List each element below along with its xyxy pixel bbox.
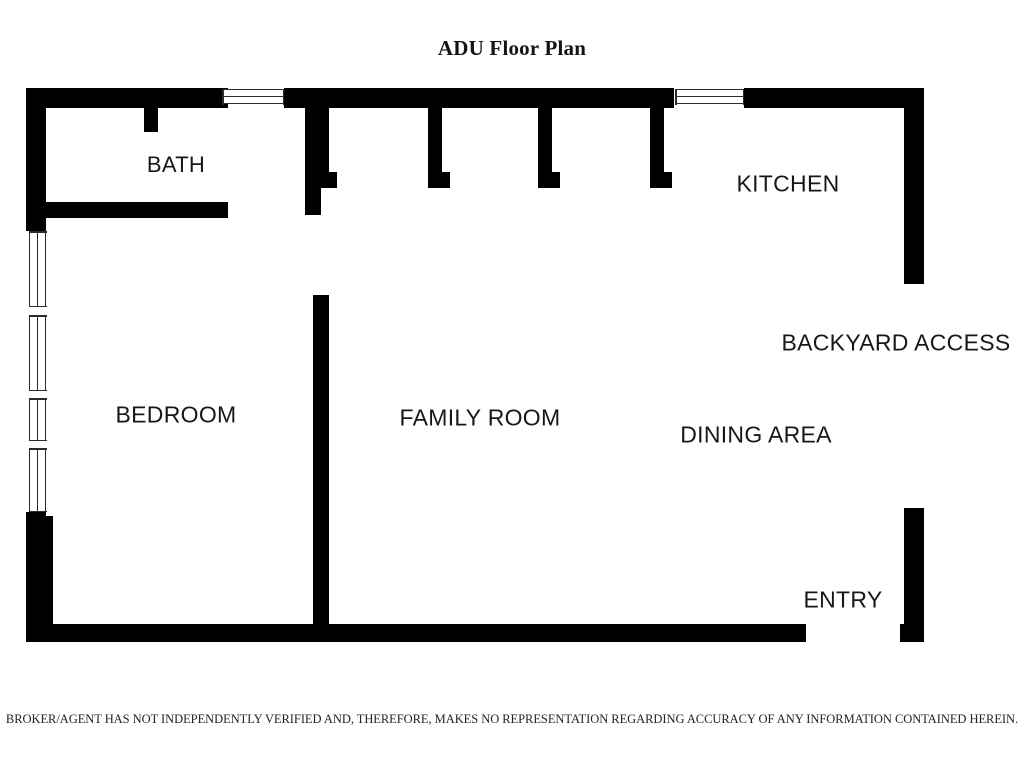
window-left-3-jamb-start (28, 398, 47, 400)
window-top-left-jamb-end (282, 88, 284, 105)
window-top-right-jamb-start (675, 88, 677, 105)
wall-interior-bedroom-right (313, 295, 329, 631)
wall-partition-2-foot (428, 172, 450, 188)
room-label-bedroom: BEDROOM (115, 401, 237, 428)
window-left-4 (28, 448, 47, 512)
window-left-4-jamb-start (28, 448, 47, 450)
window-left-3 (28, 398, 47, 441)
wall-interior-bath-bottom (40, 202, 228, 218)
window-top-left (222, 88, 284, 105)
wall-exterior-right-lower (904, 508, 924, 642)
room-label-dining-area: DINING AREA (680, 421, 832, 448)
wall-exterior-bottom-right (900, 624, 924, 642)
room-label-bath: BATH (146, 152, 206, 177)
window-left-2-jamb-end (28, 389, 47, 391)
wall-exterior-top-left (26, 88, 228, 108)
window-top-right-jamb-end (742, 88, 744, 105)
window-top-right (675, 88, 744, 105)
room-label-kitchen: KITCHEN (736, 170, 840, 197)
window-left-1-jamb-start (28, 231, 47, 233)
window-left-1-jamb-end (28, 305, 47, 307)
wall-partition-4-foot (650, 172, 672, 188)
wall-exterior-bottom-left (26, 624, 806, 642)
window-left-2-jamb-start (28, 315, 47, 317)
room-label-family-room: FAMILY ROOM (399, 404, 561, 431)
room-label-entry: ENTRY (803, 586, 883, 613)
wall-exterior-left-lower-thick (26, 516, 53, 642)
page-title: ADU Floor Plan (437, 36, 587, 60)
window-top-left-jamb-start (222, 88, 224, 105)
wall-interior-bath-right-foot (305, 196, 321, 215)
wall-partition-1 (315, 96, 329, 188)
wall-partition-1-foot (315, 172, 337, 188)
window-left-3-jamb-end (28, 439, 47, 441)
wall-exterior-top-right (744, 88, 924, 108)
wall-partition-3-foot (538, 172, 560, 188)
wall-exterior-left-upper (26, 88, 46, 231)
wall-exterior-right-upper (904, 88, 924, 284)
wall-exterior-top-mid (284, 88, 674, 108)
window-left-4-jamb-end (28, 510, 47, 512)
wall-partition-4 (650, 96, 664, 188)
wall-partition-3 (538, 96, 552, 188)
room-label-backyard-access: BACKYARD ACCESS (781, 329, 1011, 356)
wall-partition-2 (428, 96, 442, 188)
disclaimer-text: BROKER/AGENT HAS NOT INDEPENDENTLY VERIF… (5, 712, 1019, 726)
window-left-2 (28, 315, 47, 391)
wall-interior-bath-stub-top (144, 99, 158, 132)
window-left-1 (28, 231, 47, 307)
